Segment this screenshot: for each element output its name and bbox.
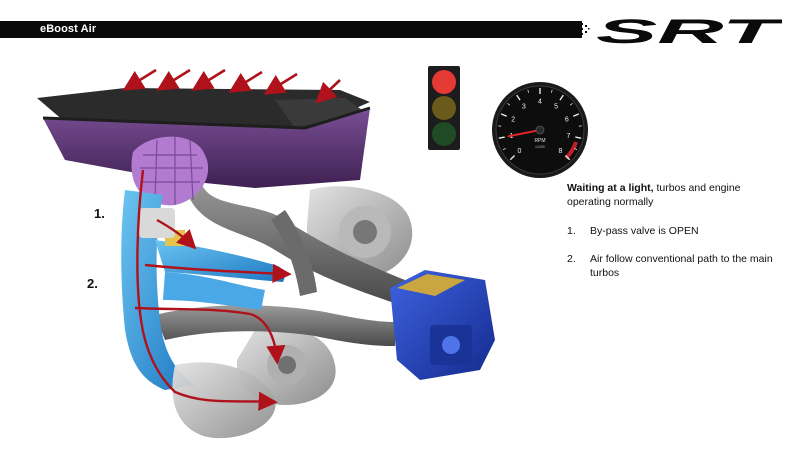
tach-tick xyxy=(527,89,530,93)
tach-tick xyxy=(575,136,582,139)
step-1-number: 1. xyxy=(567,225,576,237)
tach-tick-label: 8 xyxy=(559,148,563,155)
tach-sublabel: x1000 xyxy=(535,145,545,149)
tach-tick xyxy=(550,89,553,93)
tach-tick-label: 7 xyxy=(566,133,570,140)
tach-ticks xyxy=(498,88,582,161)
traffic-light-green-lamp xyxy=(432,122,456,146)
tach-tick-label: 3 xyxy=(522,103,526,110)
eboost-engine-illustration xyxy=(37,68,495,439)
tach-tick xyxy=(564,154,571,161)
step-2-text: Air follow conventional path to the main… xyxy=(590,253,773,279)
step-2: 2. Air follow conventional path to the m… xyxy=(567,252,782,280)
marker-2: 2. xyxy=(87,276,98,291)
traffic-light-icon xyxy=(428,66,460,150)
step-1-text: By-pass valve is OPEN xyxy=(590,225,699,237)
tach-tick xyxy=(502,148,506,151)
scenario-caption: Waiting at a light, turbos and engine op… xyxy=(567,181,782,209)
tach-tick xyxy=(509,154,516,161)
scenario-lead: Waiting at a light, xyxy=(567,182,654,194)
marker-1: 1. xyxy=(94,206,105,221)
tach-tick-label: 4 xyxy=(538,99,542,106)
scenario-rest: turbos and engine operating normally xyxy=(567,182,741,208)
tach-needle xyxy=(507,129,541,138)
tach-tick xyxy=(507,103,511,106)
tachometer-icon: 012345678 RPM x1000 xyxy=(492,82,588,178)
tach-tick xyxy=(516,94,521,101)
tach-tick-label: 0 xyxy=(518,148,522,155)
tach-tick xyxy=(572,113,580,117)
traffic-light-red-lamp xyxy=(432,70,456,94)
slide-title: eBoost Air xyxy=(40,23,97,35)
traffic-light-amber-lamp xyxy=(432,96,456,120)
tach-tick-label: 6 xyxy=(565,116,569,123)
tach-tick xyxy=(559,94,564,101)
tach-hub xyxy=(535,125,545,135)
tach-tick-label: 5 xyxy=(554,103,558,110)
tach-label: RPM xyxy=(534,138,545,144)
header-fade-pattern xyxy=(576,21,590,38)
tach-tick xyxy=(569,103,573,106)
tach-tick xyxy=(500,113,508,117)
header-bar xyxy=(0,21,582,38)
tach-tick xyxy=(498,136,505,139)
step-1: 1. By-pass valve is OPEN xyxy=(567,224,782,238)
tach-tick-label: 2 xyxy=(511,116,515,123)
srt-logo: SRT xyxy=(596,17,782,47)
tach-tick xyxy=(574,148,578,151)
srt-logo-text: SRT xyxy=(596,17,782,47)
step-2-number: 2. xyxy=(567,253,576,265)
